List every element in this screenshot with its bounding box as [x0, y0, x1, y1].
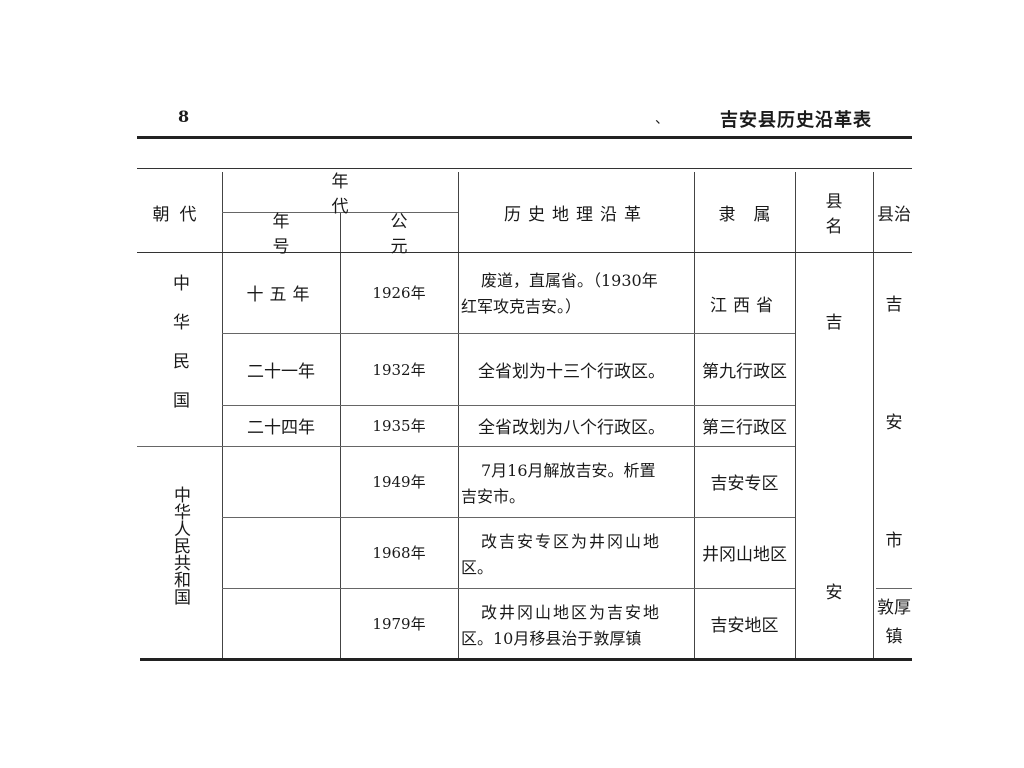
- history-line: 区。: [461, 558, 494, 577]
- seat-char: 安: [885, 412, 903, 433]
- history-cell: 废道，直属省。（1930年 红军攻克吉安。）: [458, 262, 694, 333]
- grid-vline: [873, 172, 874, 658]
- year-cell: 1979年: [372, 614, 426, 633]
- dynasty-roc: 中华民国: [137, 262, 222, 442]
- grid-vline: [222, 172, 223, 658]
- year-cell: 1926年: [372, 284, 426, 302]
- history-line: 吉安市。: [461, 487, 526, 506]
- header-county-name: 县名: [825, 192, 861, 237]
- grid-vline: [694, 172, 695, 658]
- era-name-cell: [222, 446, 340, 517]
- history-line: 改井冈山地区为吉安地: [481, 603, 662, 622]
- affiliation-cell: 井冈山地区: [702, 545, 787, 565]
- header-rule: [137, 136, 912, 139]
- affiliation-cell: 吉安地区: [710, 615, 779, 636]
- book-section-title: 吉安县历史沿革表: [720, 110, 872, 131]
- grid-hline: [876, 588, 912, 589]
- affiliation-cell: 第九行政区: [702, 361, 787, 382]
- grid-hline: [222, 405, 795, 406]
- dynasty-prc: 中华人民共和国: [137, 470, 222, 620]
- year-cell: 1935年: [372, 417, 426, 435]
- dynasty-label: 中华人民共和国: [170, 485, 190, 605]
- era-name-cell: [222, 517, 340, 588]
- history-cell: 全省划为十三个行政区。: [478, 361, 665, 382]
- grid-hline: [137, 446, 795, 447]
- affiliation-cell: 第三行政区: [702, 418, 787, 438]
- history-cell: 7月16月解放吉安。析置 吉安市。: [458, 452, 694, 517]
- year-cell: 1949年: [372, 473, 426, 491]
- history-cell: 改吉安专区为井冈山地 区。: [458, 523, 694, 588]
- history-line: 7月16月解放吉安。析置: [481, 461, 656, 480]
- header-bottom-line: [137, 252, 912, 253]
- county-name-char: 吉: [825, 312, 843, 333]
- history-line: 改吉安专区为井冈山地: [481, 532, 662, 551]
- era-name-cell: 十五年: [246, 285, 316, 305]
- grid-hline: [222, 588, 795, 589]
- grid-vline: [458, 172, 459, 658]
- header-mark: 、: [655, 111, 669, 127]
- history-cell: 改井冈山地区为吉安地 区。10月移县治于敦厚镇: [458, 594, 694, 658]
- grid-hline: [222, 212, 458, 213]
- history-line: 红军攻克吉安。）: [461, 297, 582, 316]
- header-era: 年代: [331, 172, 469, 217]
- table-top-rule: [137, 168, 912, 169]
- grid-hline: [222, 517, 795, 518]
- history-cell: 全省改划为八个行政区。: [478, 418, 665, 438]
- affiliation-cell: 吉安专区: [710, 474, 779, 494]
- year-cell: 1968年: [372, 544, 426, 562]
- dynasty-label: 中华民国: [169, 274, 189, 430]
- header-dynasty: 朝代: [152, 204, 207, 225]
- era-name-cell: 二十一年: [247, 361, 315, 382]
- history-line: 区。10月移县治于敦厚镇: [461, 629, 642, 648]
- era-name-cell: 二十四年: [247, 418, 315, 438]
- header-era-name: 年号: [272, 212, 326, 257]
- seat-char: 市: [885, 530, 903, 551]
- grid-vline: [795, 172, 796, 658]
- page-number: 8: [178, 107, 190, 126]
- era-name-cell: [222, 588, 340, 658]
- history-line: 废道，直属省。（1930年: [481, 271, 658, 290]
- seat-char: 吉: [885, 294, 903, 315]
- seat-final: 敦厚镇: [877, 598, 911, 647]
- header-seat: 县治: [877, 204, 911, 225]
- header-history: 历史地理沿革: [504, 204, 648, 225]
- grid-hline: [222, 333, 795, 334]
- year-cell: 1932年: [372, 360, 426, 379]
- header-ad: 公元: [390, 212, 448, 257]
- table-bottom-rule: [140, 658, 912, 661]
- header-affiliation: 隶属: [718, 204, 789, 225]
- county-name-char: 安: [825, 582, 843, 603]
- affiliation-cell: 江西省: [710, 295, 779, 316]
- grid-vline: [340, 212, 341, 658]
